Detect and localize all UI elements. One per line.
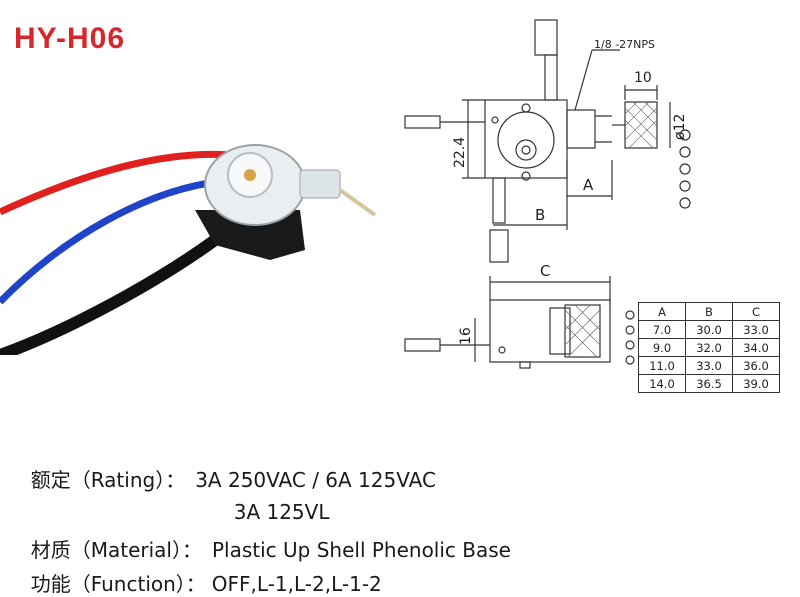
table-cell: 9.0 (638, 338, 686, 357)
table-cell: 33.0 (685, 356, 733, 375)
product-photo (0, 130, 380, 355)
dim-10-label: 10 (634, 70, 652, 86)
table-header-row: A B C (638, 302, 780, 321)
table-cell: 11.0 (638, 356, 686, 375)
dim-22-4-label: 22.4 (452, 137, 468, 168)
rating-value-2: 3A 125VL (233, 500, 330, 524)
spec-rating: 额定（Rating）： 3A 250VAC / 6A 125VAC (18, 440, 436, 493)
table-cell: 36.0 (732, 356, 780, 375)
table-row: 14.0 36.5 39.0 (638, 374, 780, 393)
spec-function: 功能（Function）：OFF,L-1,L-2,L-1-2 (18, 544, 382, 597)
rating-label: 额定（Rating）： (30, 468, 186, 492)
dim-diameter-label: ø12 (672, 114, 688, 140)
table-header-c: C (732, 302, 780, 321)
dim-a-label: A (583, 176, 594, 194)
product-title: HY-H06 (14, 22, 126, 55)
dim-b-label: B (535, 206, 545, 224)
table-cell: 36.5 (685, 374, 733, 393)
table-header-a: A (638, 302, 686, 321)
table-cell: 39.0 (732, 374, 780, 393)
function-label: 功能（Function）： (30, 572, 206, 596)
dim-16-label: 16 (458, 327, 474, 345)
table-cell: 32.0 (685, 338, 733, 357)
spec-material: 材质（Material）： Plastic Up Shell Phenolic B… (18, 510, 511, 563)
table-header-b: B (685, 302, 733, 321)
dim-c-label: C (540, 262, 550, 280)
dimension-table: A B C 7.0 30.0 33.0 9.0 32.0 34.0 11.0 3… (638, 302, 780, 393)
table-cell: 30.0 (685, 320, 733, 339)
table-row: 7.0 30.0 33.0 (638, 320, 780, 339)
table-cell: 7.0 (638, 320, 686, 339)
thread-label: 1/8 -27NPS (594, 38, 655, 51)
table-cell: 33.0 (732, 320, 780, 339)
technical-drawing: 1/8 -27NPS 10 ø12 22.4 16 A B C (404, 19, 691, 369)
table-row: 11.0 33.0 36.0 (638, 356, 780, 375)
table-cell: 14.0 (638, 374, 686, 393)
rating-value-1: 3A 250VAC / 6A 125VAC (195, 468, 436, 492)
function-value: OFF,L-1,L-2,L-1-2 (211, 572, 382, 596)
spec-rating-2: 3A 125VL (221, 476, 330, 524)
table-row: 9.0 32.0 34.0 (638, 338, 780, 357)
material-label: 材质（Material）： (30, 538, 202, 562)
material-value: Plastic Up Shell Phenolic Base (211, 538, 511, 562)
table-cell: 34.0 (732, 338, 780, 357)
